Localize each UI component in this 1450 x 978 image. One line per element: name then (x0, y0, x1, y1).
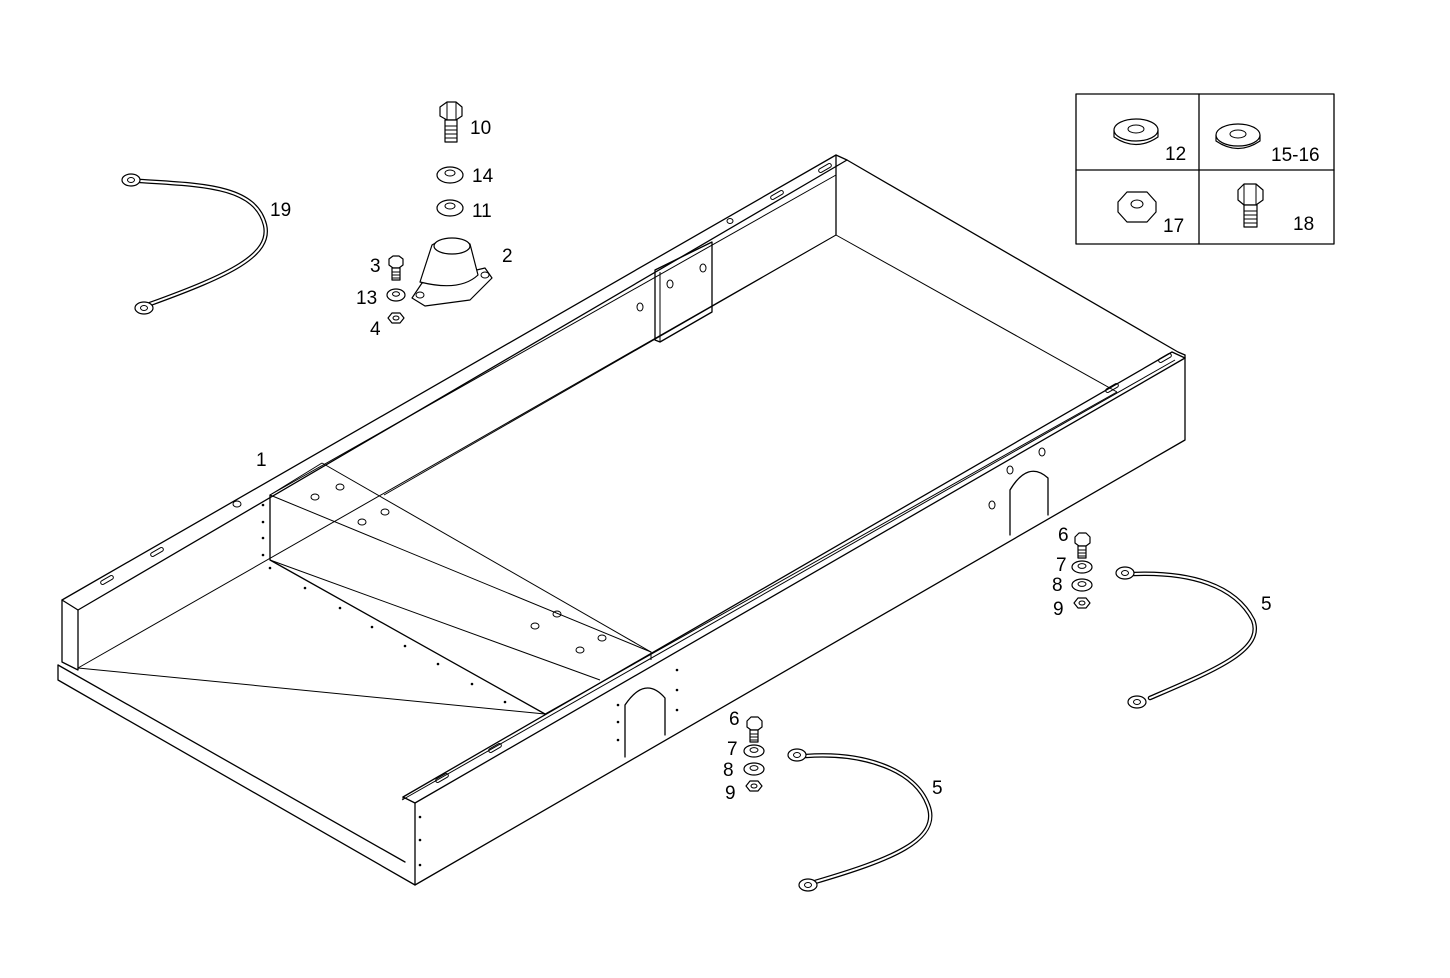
label-top-bolt: 10 (470, 118, 491, 139)
legend-table: 12 15-16 17 18 (1075, 93, 1335, 245)
washer-icon (386, 288, 406, 302)
ground-cable-bottom (787, 748, 933, 892)
legend-label: 12 (1165, 144, 1186, 165)
hex-bolt-icon (1074, 532, 1091, 559)
washer-icon (436, 199, 464, 217)
washer-icon (1071, 578, 1093, 592)
hex-bolt-icon (439, 101, 463, 143)
label-bolt-bottom: 6 (729, 709, 740, 730)
label-washer-b-bottom: 8 (723, 760, 734, 781)
flat-washer-icon (1113, 118, 1159, 146)
hex-nut-icon (1117, 191, 1157, 223)
label-nut-bottom: 9 (725, 783, 736, 804)
label-mount: 2 (502, 246, 513, 267)
ground-cable-top (121, 173, 268, 315)
label-mount-nut: 4 (370, 319, 381, 340)
hex-nut-icon (387, 312, 405, 324)
hex-bolt-icon (1237, 183, 1264, 228)
hex-nut-icon (745, 780, 763, 792)
label-mount-bolt: 3 (370, 256, 381, 277)
legend-label: 18 (1293, 214, 1314, 235)
washer-icon (743, 744, 765, 758)
label-nut-right: 9 (1053, 599, 1064, 620)
label-washer-14: 14 (472, 166, 494, 187)
label-washer-a-bottom: 7 (727, 739, 738, 760)
label-cable-top: 19 (270, 200, 291, 221)
legend-label: 15-16 (1271, 145, 1320, 166)
label-washer-13: 13 (356, 288, 377, 309)
hex-nut-icon (1073, 597, 1091, 609)
flat-washer-icon (1215, 123, 1261, 150)
ground-cable-right (1115, 566, 1257, 709)
label-frame: 1 (256, 450, 267, 471)
label-washer-a-right: 7 (1056, 555, 1067, 576)
label-washer-11: 11 (472, 201, 492, 222)
washer-icon (743, 762, 765, 776)
frame-tray (57, 154, 1186, 886)
label-cable-bottom: 5 (932, 778, 943, 799)
hex-bolt-icon (746, 716, 763, 743)
label-bolt-right: 6 (1058, 525, 1069, 546)
label-cable-right: 5 (1261, 594, 1272, 615)
hex-bolt-icon (388, 255, 404, 281)
rubber-mount-icon (411, 237, 493, 307)
washer-icon (436, 166, 464, 184)
legend-label: 17 (1163, 216, 1184, 237)
label-washer-b-right: 8 (1052, 575, 1063, 596)
washer-icon (1071, 560, 1093, 574)
